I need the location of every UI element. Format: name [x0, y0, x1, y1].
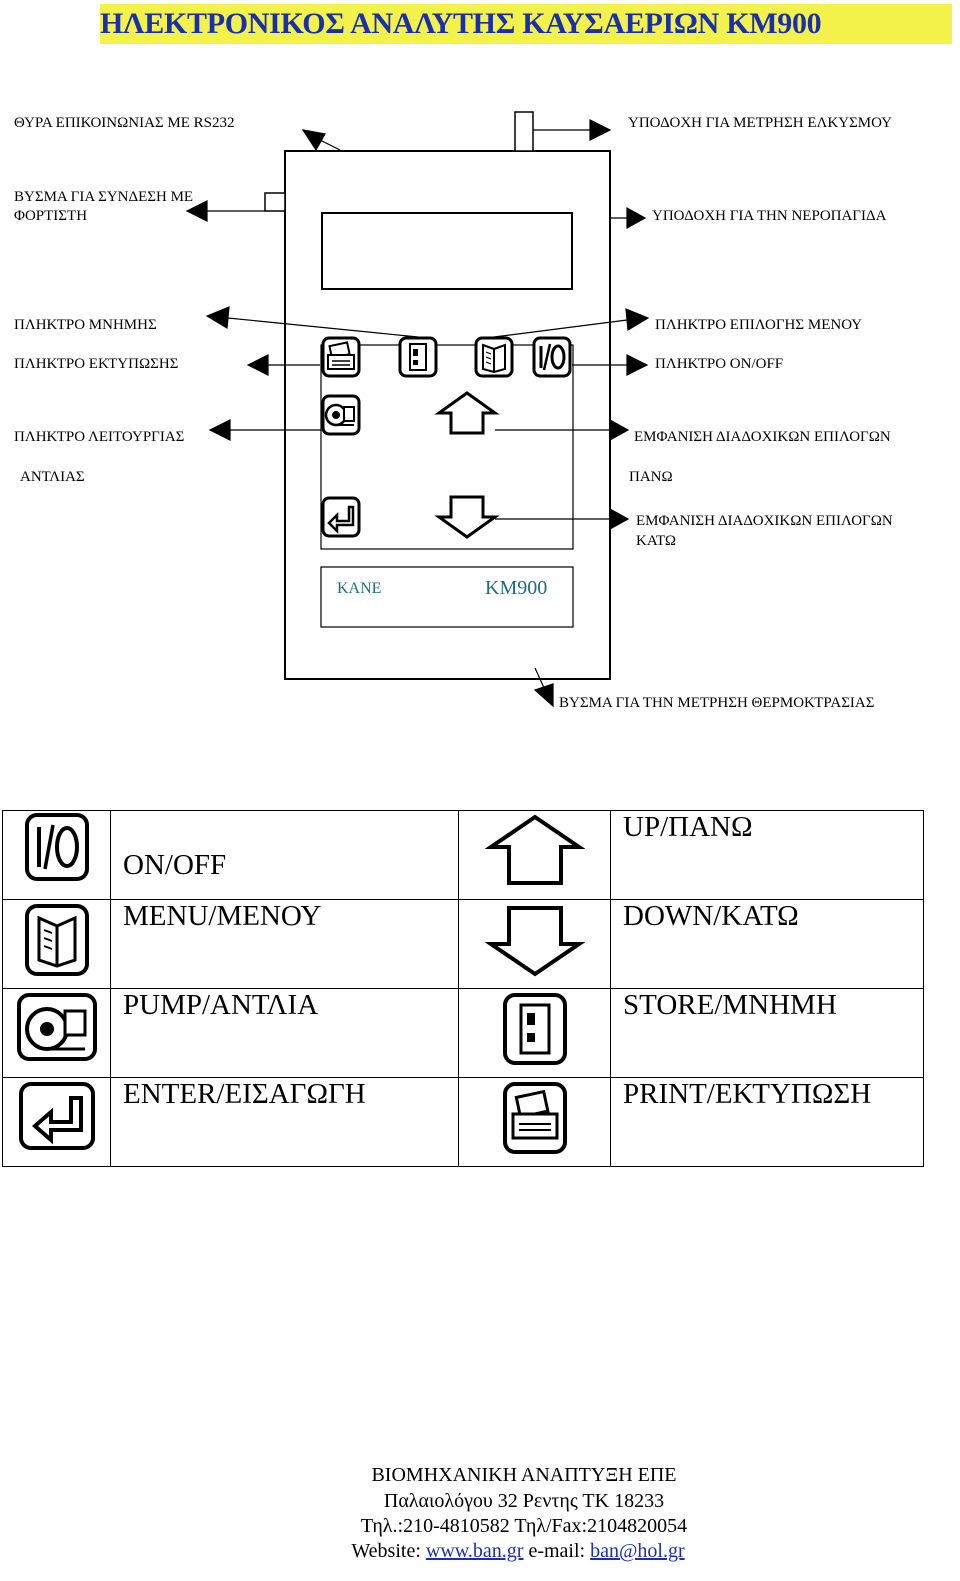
table-row: ON/OFF UP/ΠΑΝΩ	[2, 810, 924, 900]
footer-contact: Website: www.ban.gr e-mail: ban@hol.gr	[0, 1538, 960, 1565]
label-print-key: ΠΛΗΚΤΡΟ ΕΚΤΥΠΩΣΗΣ	[14, 356, 179, 372]
label-onoff-key: ΠΛΗΚΤΡΟ ON/OFF	[655, 356, 784, 372]
device-screen	[321, 212, 573, 290]
store-key-icon[interactable]	[398, 336, 438, 378]
menu-book-icon	[24, 904, 89, 976]
pump-icon	[16, 993, 97, 1061]
table-row: MENU/ΜΕΝΟΥ DOWN/ΚΑΤΩ	[2, 899, 924, 989]
website-label: Website:	[351, 1540, 421, 1562]
label-down-line1: ΕΜΦΑΝΙΣΗ ΔΙΑΔΟΧΙΚΩΝ ΕΠΙΛΟΓΩΝ	[636, 513, 893, 529]
legend-label: UP/ΠΑΝΩ	[610, 810, 924, 900]
document-title: ΗΛΕΚΤΡΟΝΙΚΟΣ ΑΝΑΛΥΤΗΣ ΚΑΥΣΑΕΡΙΩΝ KM900	[100, 4, 952, 44]
label-draught-inlet: ΥΠΟΔΟΧΗ ΓΙΑ ΜΕΤΡΗΣΗ ΕΛΚΥΣΜΟΥ	[628, 115, 893, 131]
label-up-line2: ΠΑΝΩ	[629, 469, 673, 485]
onoff-icon	[24, 813, 89, 881]
store-icon	[502, 993, 567, 1065]
table-row: ENTER/ΕΙΣΑΓΩΓΗ PRINT/ΕΚΤΥΠΩΣΗ	[2, 1077, 924, 1167]
legend-icon-cell	[458, 810, 611, 900]
email-link[interactable]: ban@hol.gr	[590, 1540, 685, 1562]
label-pump-key-line1: ΠΛΗΚΤΡΟ ΛΕΙΤΟΥΡΓΙΑΣ	[14, 429, 185, 445]
legend-icon-cell	[458, 1077, 611, 1167]
legend-icon-cell	[2, 988, 111, 1078]
menu-key-icon[interactable]	[474, 336, 514, 378]
onoff-key-icon[interactable]	[532, 336, 572, 378]
pump-key-icon[interactable]	[321, 394, 361, 436]
label-water-trap: ΥΠΟΔΟΧΗ ΓΙΑ ΤΗΝ ΝΕΡΟΠΑΓΙΔΑ	[652, 208, 887, 224]
legend-label: MENU/ΜΕΝΟΥ	[110, 899, 459, 989]
nameplate	[320, 566, 574, 628]
charger-socket	[264, 192, 286, 212]
label-temperature-plug: ΒΥΣΜΑ ΓΙΑ ΤΗΝ ΜΕΤΡΗΣΗ ΘΕΡΜΟΚΤΡΑΣΙΑΣ	[559, 695, 875, 711]
label-rs232-port: ΘΥΡΑ ΕΠΙΚΟΙΝΩΝΙΑΣ ΜΕ RS232	[14, 115, 235, 131]
label-up-line1: ΕΜΦΑΝΙΣΗ ΔΙΑΔΟΧΙΚΩΝ ΕΠΙΛΟΓΩΝ	[634, 429, 891, 445]
down-arrow-icon	[484, 906, 585, 977]
label-down-line2: ΚΑΤΩ	[636, 533, 677, 549]
website-link[interactable]: www.ban.gr	[425, 1540, 524, 1562]
device-brand: KANE	[337, 580, 382, 597]
label-pump-key-line2: ΑΝΤΛΙΑΣ	[20, 469, 85, 485]
legend-label: PUMP/ΑΝΤΛΙΑ	[110, 988, 459, 1078]
up-arrow-icon	[484, 814, 585, 885]
footer-phones: Τηλ.:210-4810582 Τηλ/Fax:2104820054	[360, 1515, 688, 1537]
enter-icon	[18, 1082, 95, 1150]
legend-label: ON/OFF	[110, 810, 459, 900]
legend-label: PRINT/ΕΚΤΥΠΩΣΗ	[610, 1077, 924, 1167]
legend-label: DOWN/ΚΑΤΩ	[610, 899, 924, 989]
printer-icon	[502, 1082, 567, 1154]
legend-label: ENTER/ΕΙΣΑΓΩΓΗ	[110, 1077, 459, 1167]
label-charger-plug-line1: ΒΥΣΜΑ ΓΙΑ ΣΥΝΔΕΣΗ ΜΕ	[14, 189, 194, 205]
legend-icon-cell	[2, 810, 111, 900]
legend-icon-cell	[458, 899, 611, 989]
footer-company: ΒΙΟΜΗΧΑΝΙΚΗ ΑΝΑΠΤΥΞΗ ΕΠΕ	[371, 1464, 677, 1486]
device-diagram	[185, 111, 650, 708]
key-legend-table: ON/OFF UP/ΠΑΝΩ MENU/ΜΕΝΟΥ DOWN/ΚΑΤΩ	[2, 810, 924, 1167]
table-row: PUMP/ΑΝΤΛΙΑ STORE/ΜΝΗΜΗ	[2, 988, 924, 1078]
legend-icon-cell	[2, 1077, 111, 1167]
label-memory-key: ΠΛΗΚΤΡΟ ΜΝΗΜΗΣ	[14, 317, 157, 333]
footer-address: Παλαιολόγου 32 Ρεντης ΤΚ 18233	[383, 1490, 665, 1512]
legend-icon-cell	[458, 988, 611, 1078]
label-menu-key: ΠΛΗΚΤΡΟ ΕΠΙΛΟΓΗΣ ΜΕΝΟΥ	[655, 317, 863, 333]
keypad-panel	[320, 344, 574, 550]
email-label: e-mail:	[528, 1540, 586, 1562]
legend-label: STORE/ΜΝΗΜΗ	[610, 988, 924, 1078]
draught-port	[514, 111, 534, 152]
print-key-icon[interactable]	[321, 336, 361, 378]
label-charger-plug-line2: ΦΟΡΤΙΣΤΗ	[14, 208, 88, 224]
device-model: KM900	[485, 577, 548, 599]
enter-key-icon[interactable]	[321, 496, 361, 538]
legend-icon-cell	[2, 899, 111, 989]
